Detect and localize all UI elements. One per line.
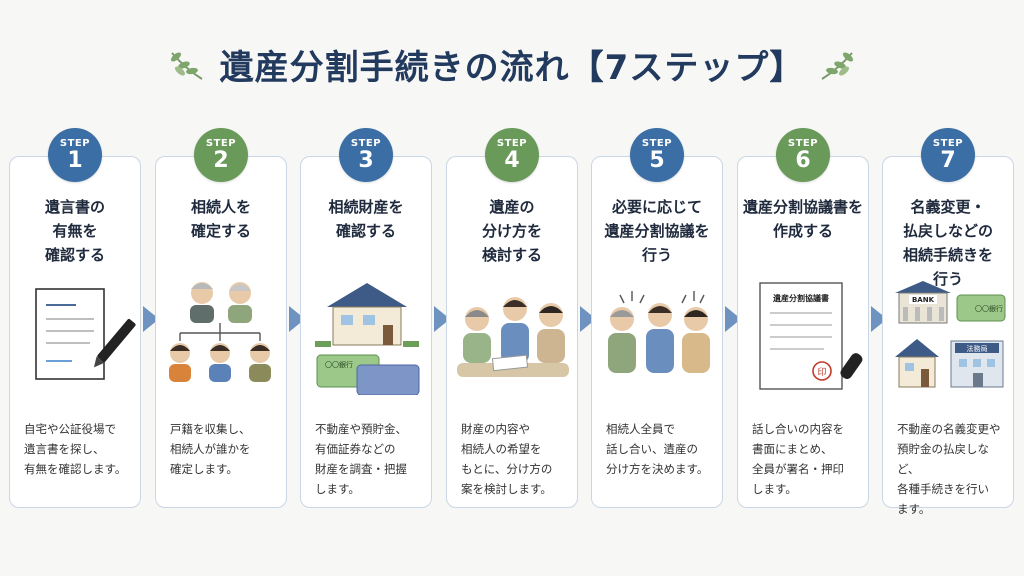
step-label: STEP bbox=[641, 138, 673, 149]
agreement-document-icon: 遺産分割協議書 印 bbox=[759, 282, 863, 390]
svg-text:法務局: 法務局 bbox=[967, 344, 988, 353]
bank-office-icon: BANK 〇〇銀行 法務局 bbox=[895, 281, 1006, 388]
meeting-icon bbox=[608, 291, 710, 373]
step-description: 戸籍を収集し、相続人が誰かを確定します。 bbox=[170, 422, 251, 476]
step-description: 話し合いの内容を書面にまとめ、全員が署名・押印します。 bbox=[752, 422, 844, 496]
step-card-7: 名義変更・払戻しなどの相続手続きを行う BANK 〇〇銀行 法務局 不動産の名義… bbox=[882, 156, 1014, 516]
step-label: STEP bbox=[787, 138, 819, 149]
page-title: 遺産分割手続きの流れ【7ステップ】 bbox=[219, 48, 805, 88]
step-description: 相続人全員で話し合い、遺産の分け方を決めます。 bbox=[606, 422, 709, 476]
step-card-5: 必要に応じて遺産分割協議を行う 相続人全員で話し合い、遺産の分け方を決めます。 bbox=[591, 156, 723, 508]
step-card-3: 相続財産を確認する 〇〇銀行 不動産や預貯金、有価証券などの財産を調査・把握しま… bbox=[300, 156, 432, 508]
step-description: 不動産や預貯金、有価証券などの財産を調査・把握します。 bbox=[315, 422, 407, 496]
step-label: STEP bbox=[59, 138, 91, 149]
step-label: STEP bbox=[496, 138, 528, 149]
step-title: 遺産の分け方を検討する bbox=[481, 198, 542, 264]
leaf-icon bbox=[170, 51, 203, 80]
step-title: 相続人を確定する bbox=[190, 198, 251, 240]
svg-text:〇〇銀行: 〇〇銀行 bbox=[975, 304, 1003, 313]
discussion-icon bbox=[457, 297, 569, 377]
leaf-icon bbox=[821, 51, 854, 80]
family-tree-icon bbox=[169, 282, 271, 382]
bankbook-label: 〇〇銀行 bbox=[325, 360, 353, 369]
step-description: 自宅や公証役場で遺言書を探し、有無を確認します。 bbox=[24, 422, 127, 476]
step-title: 遺産分割協議書を作成する bbox=[742, 198, 863, 240]
step-number: 2 bbox=[213, 148, 229, 173]
header: 遺産分割手続きの流れ【7ステップ】 bbox=[0, 40, 1024, 89]
svg-text:印: 印 bbox=[817, 366, 826, 378]
doc-title: 遺産分割協議書 bbox=[772, 293, 829, 303]
step-title: 相続財産を確認する bbox=[328, 198, 404, 240]
step-card-1: 遺言書の有無を確認する 自宅や公証役場で遺言書を探し、有無を確認します。 bbox=[9, 156, 141, 508]
step-number: 1 bbox=[67, 148, 83, 173]
step-description: 不動産の名義変更や預貯金の払戻しなど、各種手続きを行います。 bbox=[897, 422, 1001, 516]
step-number: 5 bbox=[649, 148, 665, 173]
step-number: 7 bbox=[940, 148, 956, 173]
step-number: 6 bbox=[795, 148, 811, 173]
step-label: STEP bbox=[932, 138, 964, 149]
step-card-6: 遺産分割協議書を作成する 遺産分割協議書 印 話し合いの内容を書面にまとめ、全員… bbox=[737, 156, 869, 508]
step-description: 財産の内容や相続人の希望をもとに、分け方の案を検討します。 bbox=[461, 422, 553, 496]
step-number: 3 bbox=[358, 148, 374, 173]
step-title: 必要に応じて遺産分割協議を行う bbox=[604, 198, 710, 264]
step-number: 4 bbox=[504, 148, 520, 173]
step-card-4: 遺産の分け方を検討する 財産の内容や相続人の希望をもとに、分け方の案を検討します… bbox=[446, 156, 578, 508]
step-title: 名義変更・払戻しなどの相続手続きを行う bbox=[902, 198, 993, 288]
step-title: 遺言書の有無を確認する bbox=[44, 198, 105, 264]
step-flow: 遺言書の有無を確認する 自宅や公証役場で遺言書を探し、有無を確認します。STEP… bbox=[0, 128, 1024, 528]
step-card-2: 相続人を確定する 戸籍を収集し、相続人が誰かを確定します。 bbox=[155, 156, 287, 508]
step-label: STEP bbox=[350, 138, 382, 149]
document-pen-icon bbox=[35, 288, 136, 380]
step-label: STEP bbox=[205, 138, 237, 149]
house-bankbook-icon: 〇〇銀行 bbox=[315, 283, 420, 395]
svg-text:BANK: BANK bbox=[912, 296, 935, 304]
